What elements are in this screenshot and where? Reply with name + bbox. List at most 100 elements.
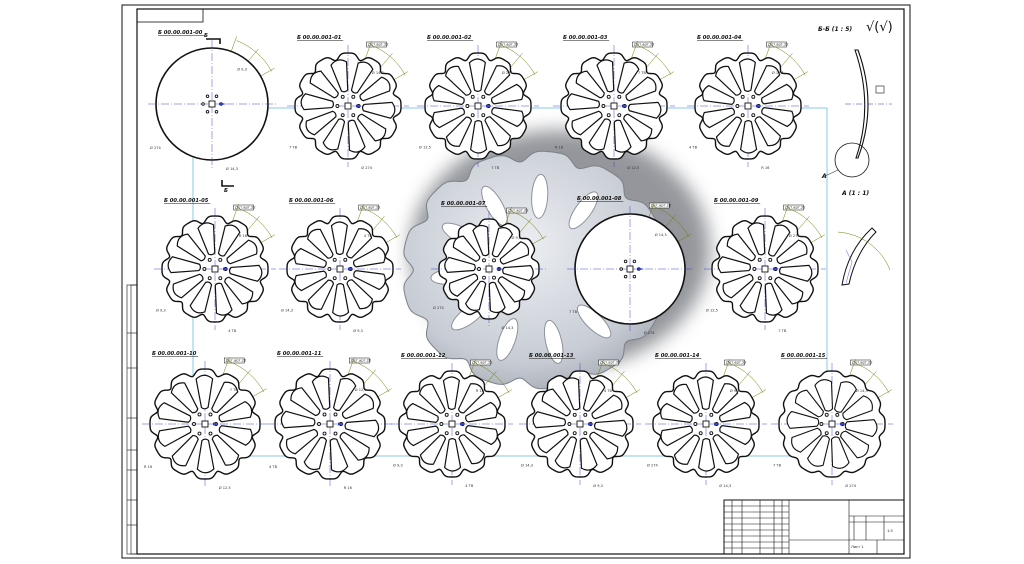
left-side-strip — [126, 284, 138, 555]
bolt-hole — [768, 276, 773, 281]
bolt-hole — [218, 276, 223, 281]
bolt-hole — [343, 276, 348, 281]
part-view-label: Б 00.00.001-12 — [401, 353, 446, 359]
angular-dimension — [229, 361, 265, 392]
part-tag-box — [766, 41, 787, 48]
disc-window — [541, 388, 571, 417]
bolt-hole — [572, 412, 577, 417]
dimension-text: R 16 — [476, 389, 485, 393]
dimension-text: Ø 274 — [361, 165, 373, 170]
disc-window — [167, 256, 202, 274]
direction-arrow — [348, 267, 354, 271]
disc-window — [754, 116, 782, 147]
disc-window — [345, 228, 373, 259]
disc-window — [660, 402, 693, 423]
dimension-text: 4 ТВ — [269, 465, 278, 469]
disc-window — [740, 120, 758, 154]
bolt-hole — [632, 274, 637, 279]
dimension-text: R 16 — [761, 166, 770, 170]
disc-window — [786, 410, 820, 429]
dimension-text: Ø 12,5 — [355, 387, 367, 392]
center-hub — [702, 420, 710, 428]
disc-window — [579, 437, 598, 471]
disc-window — [497, 276, 526, 303]
dimension-text: R 16 — [555, 145, 564, 149]
disc-window — [719, 401, 752, 423]
disc-window — [491, 227, 514, 258]
disc-window — [712, 434, 740, 465]
disc-window — [157, 402, 192, 423]
center-hub — [344, 102, 352, 110]
disc-window — [532, 411, 567, 429]
title-block: 1:5 Лист 1 — [723, 499, 905, 555]
part-tag: Дет.арт.22 — [472, 361, 493, 365]
disc-window — [537, 428, 569, 454]
center-hub — [201, 420, 209, 428]
part-view-label: Б 00.00.001-07 — [441, 201, 486, 207]
dimension-text: Ø 9,3 — [353, 328, 363, 333]
bolt-hole — [824, 431, 829, 436]
disc-window — [484, 116, 512, 147]
disc-window — [625, 76, 657, 102]
disc-window — [726, 233, 756, 262]
bolt-hole — [740, 94, 745, 99]
bolt-hole — [601, 104, 606, 108]
bolt-hole — [351, 94, 356, 99]
direction-arrow — [460, 422, 466, 426]
dimension-text: Ø 12,5 — [419, 144, 431, 149]
title-block-scale: 1:5 — [887, 529, 893, 533]
disc-window — [444, 65, 472, 96]
bolt-hole — [583, 431, 588, 436]
disc-window — [673, 434, 701, 465]
bolt-hole — [477, 267, 481, 271]
dimension-text: Ø 12,5 — [772, 70, 784, 75]
disc-window — [468, 58, 486, 92]
angular-dimension — [501, 45, 536, 75]
disc-window — [457, 383, 485, 414]
bolt-hole — [343, 257, 348, 262]
angular-dimension — [771, 45, 806, 75]
bolt-hole — [322, 431, 327, 436]
disc-window — [623, 113, 653, 142]
center-hub — [485, 265, 493, 273]
disc-window — [616, 61, 640, 94]
disc-window — [341, 393, 375, 420]
disc-window — [448, 273, 479, 297]
disc-window — [722, 273, 754, 299]
part-tag-box — [470, 359, 491, 366]
disc-window — [591, 394, 623, 420]
center-hub — [626, 265, 634, 273]
center-hub — [610, 102, 618, 110]
direction-arrow — [588, 422, 594, 426]
bolt-hole — [735, 104, 740, 108]
part-tag: Дет.арт.22 — [368, 43, 389, 47]
bolt-hole — [835, 412, 840, 417]
center-hub — [761, 265, 769, 273]
photo-disc-slot — [496, 318, 519, 361]
dimension-text: 7 ТВ — [289, 145, 298, 149]
disc-window — [814, 379, 834, 412]
bolt-hole — [470, 113, 475, 118]
direction-arrow — [497, 267, 503, 271]
disc-window — [419, 434, 447, 465]
cut-letter-bottom: Б — [224, 188, 228, 194]
bolt-hole — [322, 412, 327, 417]
disc-window — [833, 381, 858, 413]
dimension-text: Ø 9,3 — [156, 307, 166, 312]
roughness-symbol: √(√) — [866, 20, 893, 35]
angular-dimension — [729, 363, 764, 393]
center-hub — [211, 265, 219, 273]
bolt-hole — [481, 113, 486, 118]
disc-window — [715, 116, 743, 147]
bolt-hole — [207, 257, 212, 262]
dimension-text: 7 ТВ — [230, 388, 239, 392]
center-hub — [744, 102, 752, 110]
disc-window — [176, 233, 206, 262]
dimension-text: Ø 9,3 — [593, 483, 603, 488]
bolt-hole — [327, 267, 332, 271]
bolt-hole — [317, 422, 321, 426]
angular-dimension — [371, 45, 406, 75]
